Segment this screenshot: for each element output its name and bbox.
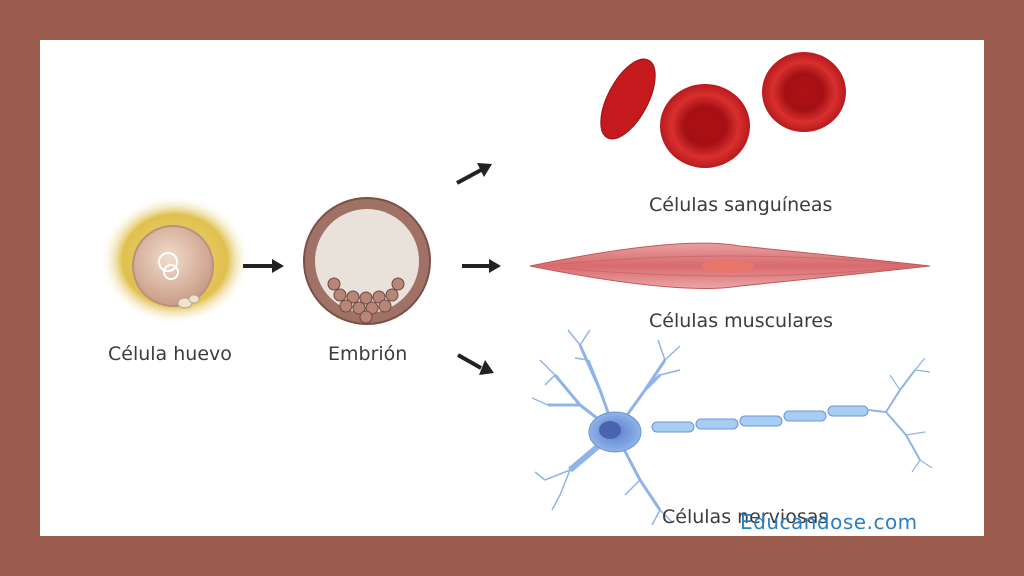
blood-cells-label: Células sanguíneas [649,194,833,216]
arrow-to-nerve-cells [457,353,494,375]
egg-cell-label: Célula huevo [108,343,232,365]
cell-differentiation-diagram [100,52,933,526]
muscle-cells-label: Células musculares [649,310,833,332]
arrow-to-muscle-cells [462,259,501,273]
arrow-to-blood-cells [456,163,492,185]
watermark-text: Educandose.com [740,510,918,534]
red-blood-cells-illustration [600,52,846,168]
embryo-illustration [303,197,431,325]
embryo-label: Embrión [328,343,408,365]
nerve-cells-label: Células nerviosas [662,506,829,528]
arrow-egg-to-embryo [243,259,284,273]
diagram-frame: Célula huevo Embrión Células sanguíneas … [40,40,984,536]
nerve-cell-illustration [531,329,933,526]
egg-cell-illustration [100,195,250,325]
muscle-cell-illustration [529,242,931,289]
